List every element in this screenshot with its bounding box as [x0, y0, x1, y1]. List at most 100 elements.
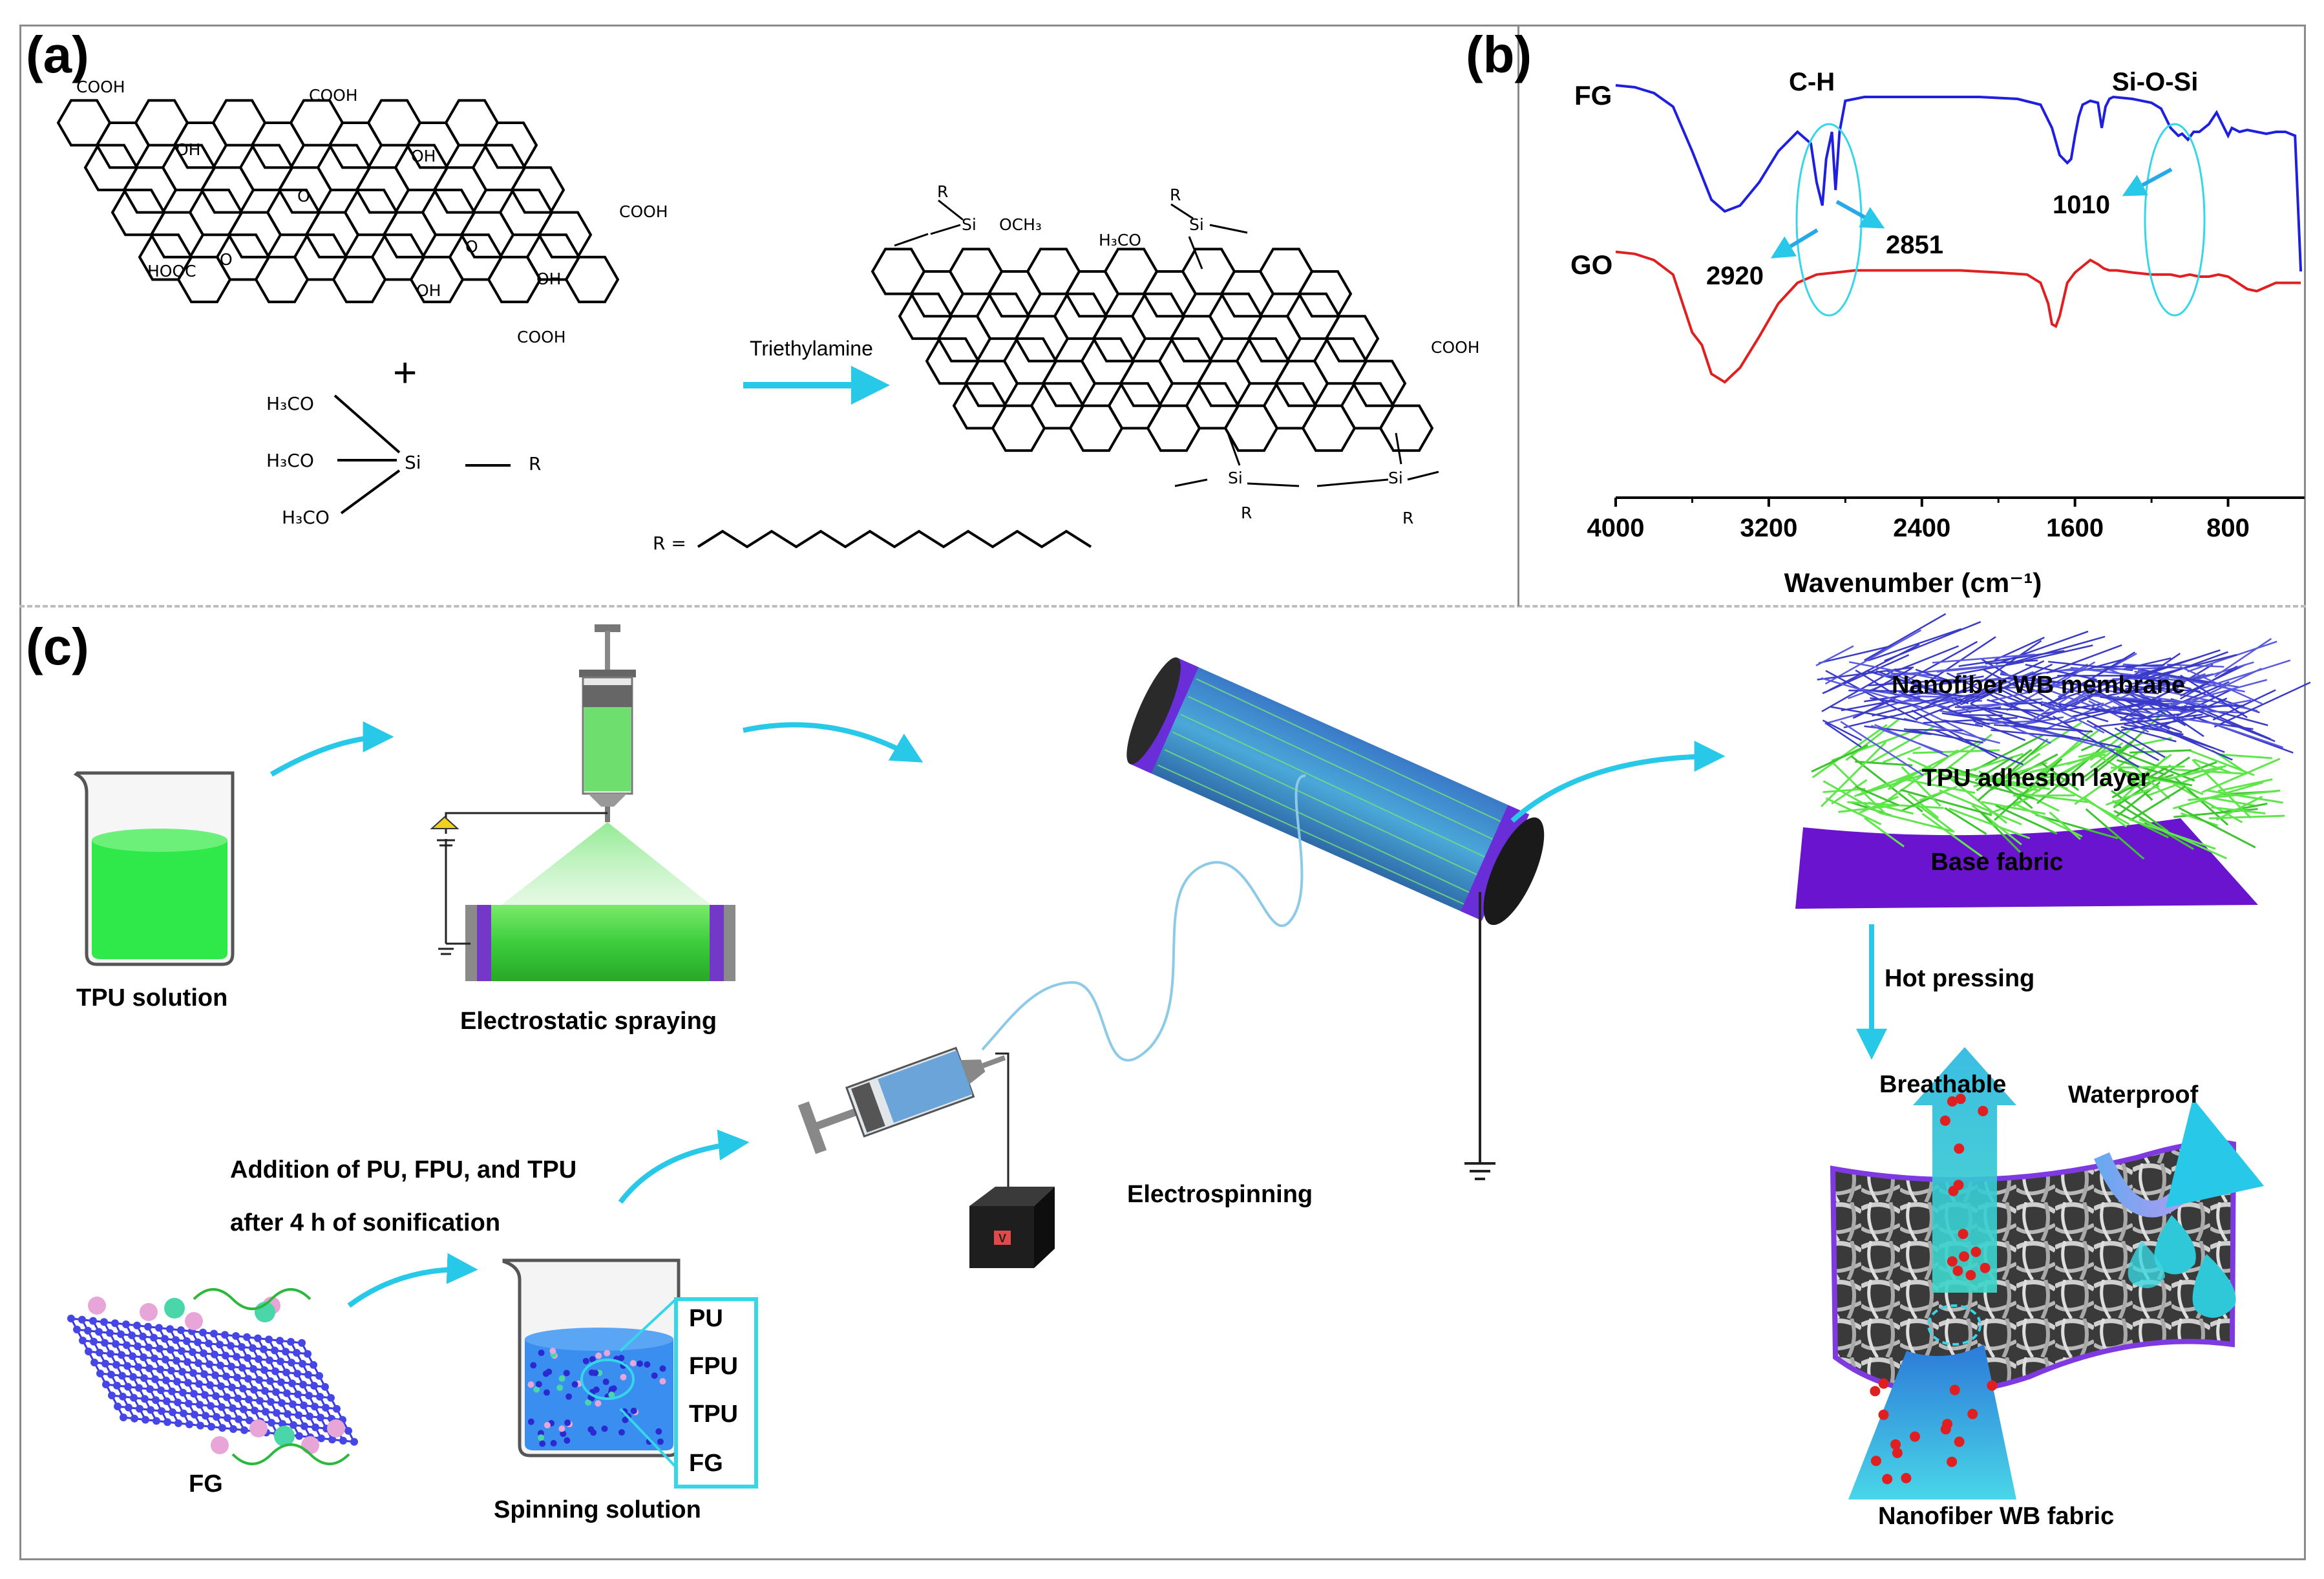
lattice-atom — [199, 1328, 207, 1337]
lattice-atom — [191, 1410, 198, 1419]
lattice-atom — [185, 1420, 193, 1428]
silane-group — [211, 1436, 229, 1454]
lattice-atom — [206, 1381, 214, 1389]
lattice-atom — [147, 1406, 154, 1414]
lattice-atom — [85, 1348, 92, 1355]
lattice-atom — [316, 1393, 324, 1401]
silane-group — [88, 1297, 106, 1315]
graphene-oxide-sheet — [56, 99, 620, 304]
lattice-atom — [189, 1369, 197, 1377]
lattice-atom — [312, 1423, 319, 1432]
lattice-atom — [124, 1383, 132, 1391]
o-label-1: O — [297, 187, 310, 206]
lattice-atom — [169, 1408, 176, 1416]
waterproof-label: Waterproof — [2068, 1081, 2199, 1108]
lattice-atom — [90, 1359, 98, 1366]
ch-highlight-ellipse — [1795, 123, 1863, 317]
breathable-arrow — [1913, 1047, 2016, 1293]
lattice-atom — [144, 1322, 152, 1331]
lattice-atom — [129, 1373, 137, 1381]
lattice-atom — [164, 1418, 171, 1426]
lattice-atom — [229, 1404, 237, 1412]
lattice-atom — [344, 1426, 352, 1435]
lattice-atom — [250, 1386, 258, 1394]
lattice-atom — [295, 1432, 303, 1440]
lattice-atom — [276, 1337, 284, 1345]
layer-stack — [1795, 613, 2311, 909]
lattice-atom — [240, 1405, 248, 1414]
ch-annotation: C-H — [1789, 68, 1835, 96]
component-fpu: FPU — [689, 1353, 738, 1380]
lattice-atom — [152, 1396, 160, 1404]
h3co-label-2: H₃CO — [266, 450, 314, 471]
lattice-atom — [243, 1333, 251, 1341]
series-go-line — [1615, 250, 2301, 384]
lattice-atom — [162, 1355, 169, 1364]
lattice-atom — [117, 1330, 125, 1339]
lattice-atom — [310, 1361, 317, 1369]
layer-base-label: Base fabric — [1931, 849, 2064, 876]
lattice-atom — [163, 1397, 171, 1405]
lattice-atom — [249, 1344, 257, 1352]
lattice-atom — [178, 1368, 186, 1376]
lattice-atom — [89, 1317, 97, 1325]
lattice-atom — [293, 1349, 301, 1357]
lattice-atom — [207, 1423, 215, 1431]
r-definition-label: R = — [653, 533, 686, 554]
cooh-label-3: COOH — [619, 202, 668, 221]
lattice-atom — [267, 1398, 275, 1406]
lattice-atom — [254, 1334, 262, 1342]
peak-1010-label: 1010 — [2053, 191, 2110, 219]
lattice-atom — [151, 1375, 159, 1383]
breathable-label: Breathable — [1879, 1071, 2006, 1098]
spinning-beaker — [502, 1258, 681, 1457]
component-fg: FG — [689, 1450, 723, 1477]
lattice-atom — [190, 1390, 198, 1398]
wb-fabric — [1830, 1047, 2265, 1500]
addition-label-line1: Addition of PU, FPU, and TPU — [230, 1156, 576, 1183]
x-tick-label: 4000 — [1587, 514, 1645, 542]
lattice-atom — [161, 1335, 169, 1343]
lattice-atom — [189, 1348, 196, 1356]
lattice-atom — [327, 1394, 335, 1402]
lattice-atom — [177, 1326, 185, 1334]
lattice-atom — [101, 1359, 109, 1368]
lattice-atom — [289, 1400, 297, 1408]
x-axis-label: Wavenumber (cm⁻¹) — [1784, 567, 2042, 598]
lattice-atom — [141, 1395, 149, 1403]
lattice-atom — [135, 1384, 143, 1392]
lattice-atom — [224, 1414, 231, 1422]
lattice-atom — [273, 1409, 280, 1417]
lattice-atom — [201, 1391, 209, 1399]
lattice-atom — [185, 1399, 193, 1408]
layer-adhesion-label: TPU adhesion layer — [1922, 765, 2150, 792]
lattice-atom — [102, 1381, 110, 1388]
lattice-atom — [317, 1414, 324, 1422]
tpu-solution-label: TPU solution — [76, 984, 227, 1012]
lattice-atom — [73, 1326, 81, 1333]
lattice-atom — [217, 1382, 225, 1390]
lattice-atom — [223, 1393, 231, 1401]
peak-2920-label: 2920 — [1706, 262, 1764, 290]
lattice-atom — [288, 1359, 295, 1367]
lattice-atom — [244, 1354, 251, 1362]
lattice-atom — [101, 1339, 109, 1347]
fg-lattice — [67, 1288, 358, 1465]
electrospinning-label: Electrospinning — [1127, 1181, 1313, 1208]
lattice-atom — [95, 1328, 103, 1336]
lattice-atom — [136, 1404, 143, 1413]
lattice-atom — [251, 1406, 259, 1415]
water-drop-1 — [2154, 1215, 2196, 1275]
lattice-atom — [271, 1346, 279, 1355]
component-pu: PU — [689, 1305, 723, 1332]
lattice-atom — [217, 1361, 224, 1370]
lattice-atom — [180, 1409, 187, 1417]
lattice-atom — [106, 1329, 114, 1337]
lattice-atom — [195, 1380, 203, 1388]
lattice-atom — [235, 1415, 242, 1423]
silane-group — [249, 1419, 268, 1437]
lattice-atom — [321, 1383, 329, 1391]
base-fabric-layer — [1795, 818, 2258, 909]
x-tick-label: 2400 — [1893, 514, 1950, 542]
